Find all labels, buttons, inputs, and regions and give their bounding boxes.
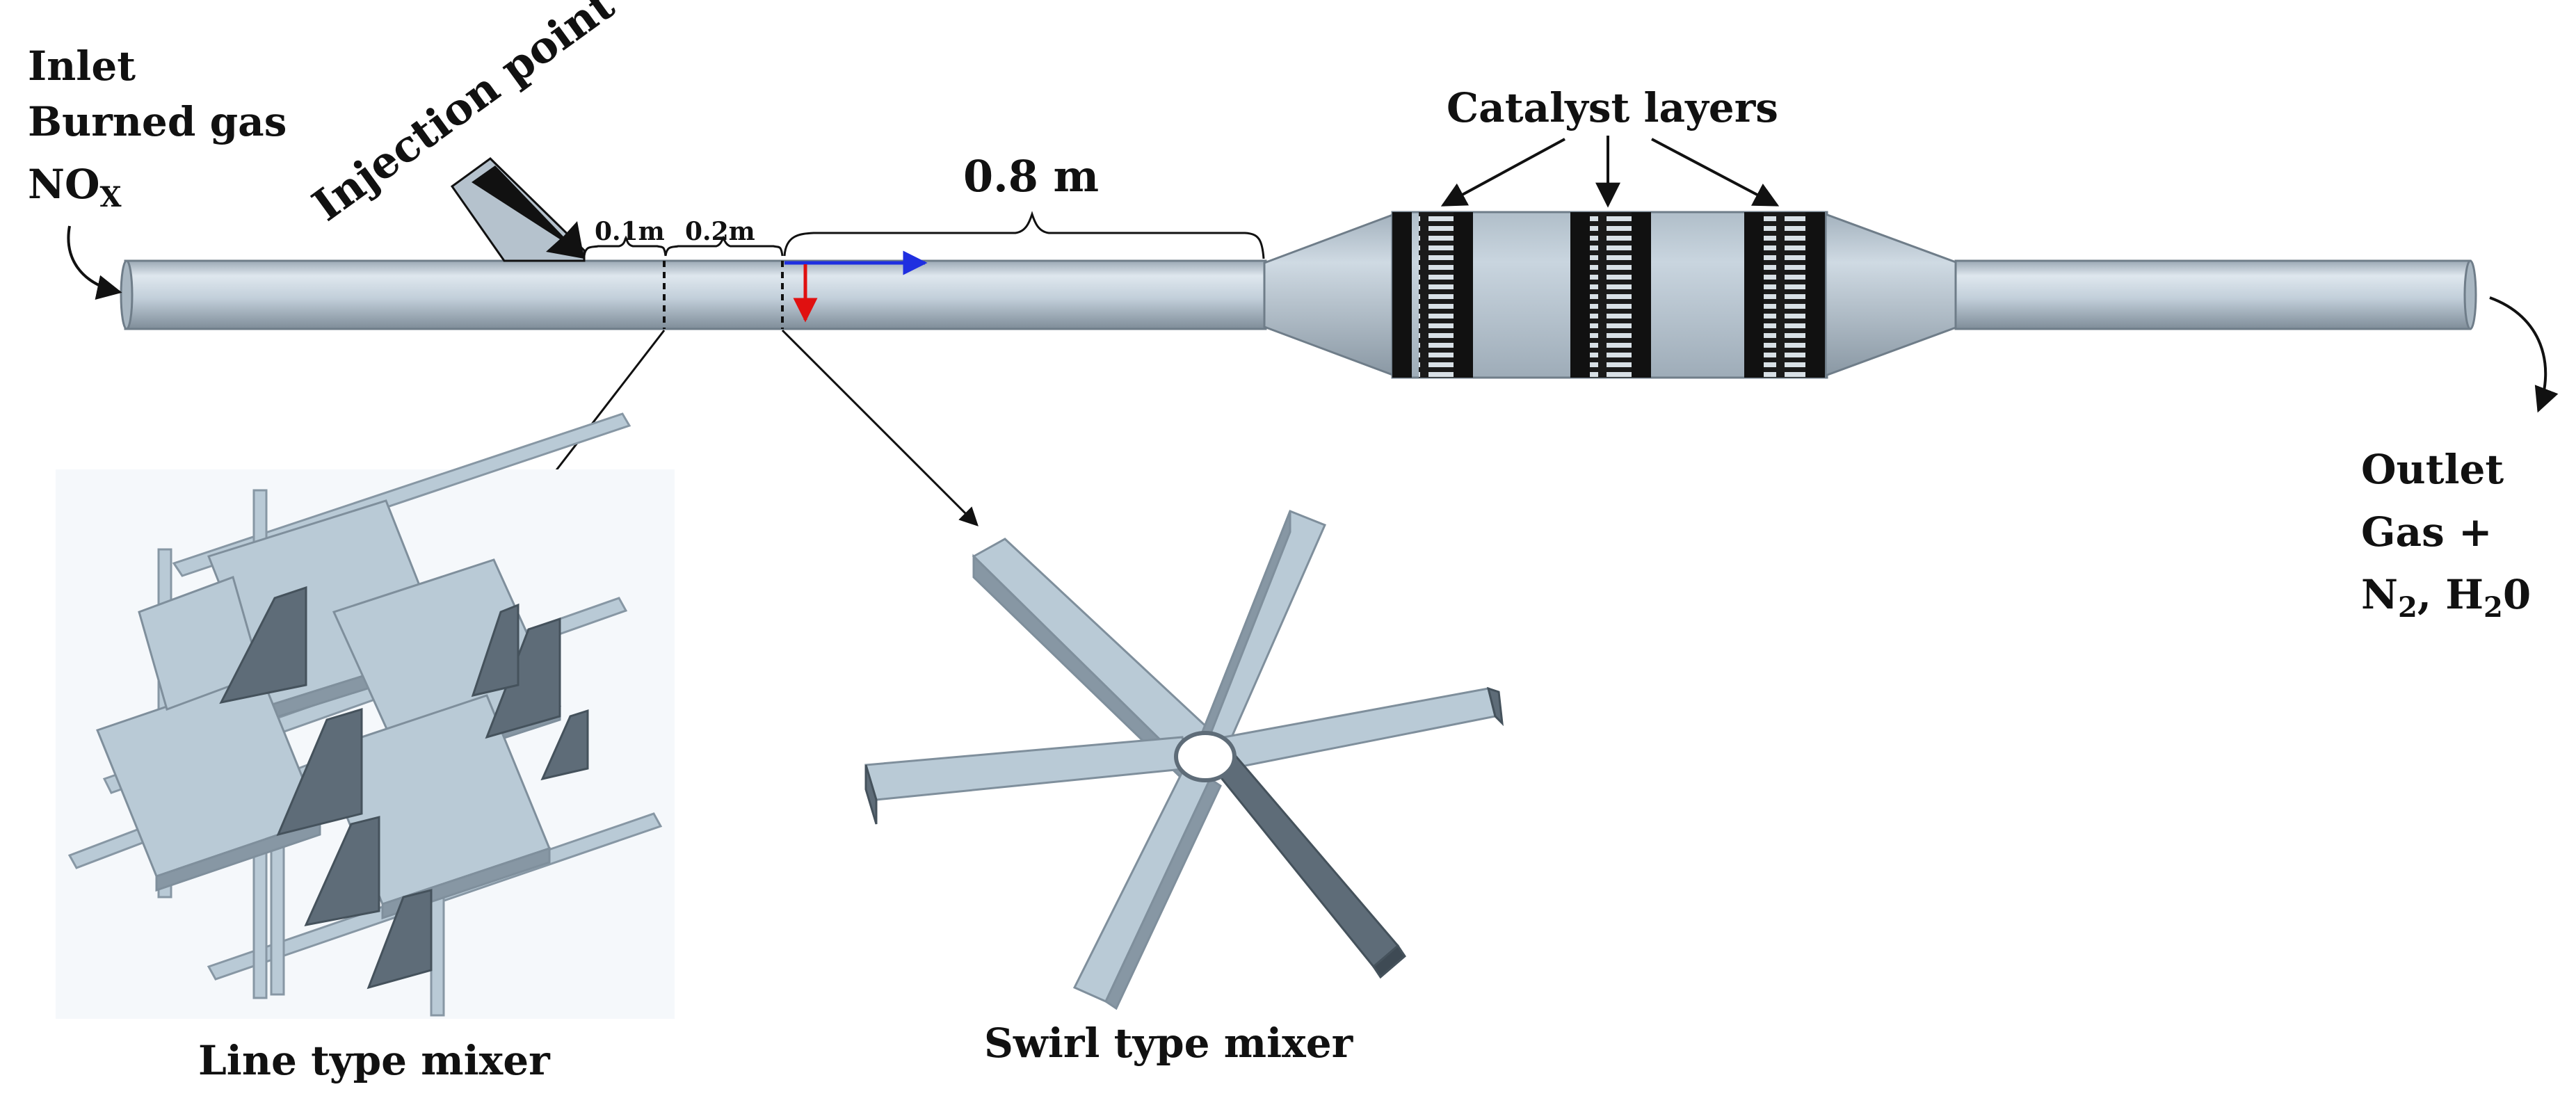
inlet-pipe bbox=[124, 259, 1267, 330]
nox-label: NOX bbox=[28, 161, 122, 213]
pipe-system bbox=[120, 211, 2477, 379]
inlet-cone bbox=[1263, 212, 1396, 378]
outlet-gas-label: Gas + bbox=[2361, 508, 2493, 556]
burned-gas-label: Burned gas bbox=[28, 98, 287, 145]
line-type-mixer-label: Line type mixer bbox=[198, 1037, 551, 1084]
dimension-braces bbox=[583, 211, 1265, 259]
outlet-pipe bbox=[1954, 259, 2472, 330]
outlet-cone bbox=[1824, 212, 1959, 378]
distance-0-1m-label: 0.1m bbox=[595, 217, 665, 246]
swirl-type-mixer-label: Swirl type mixer bbox=[984, 1020, 1354, 1067]
swirl-type-mixer-illustration bbox=[864, 510, 1504, 1010]
catalyst-layer-1 bbox=[1392, 212, 1473, 378]
catalyst-layers-label: Catalyst layers bbox=[1447, 84, 1778, 131]
inlet-pipe-end bbox=[120, 259, 134, 330]
injection-arrow-icon bbox=[450, 157, 586, 262]
outlet-label: Outlet bbox=[2361, 446, 2504, 493]
catalyst-arrows bbox=[1440, 136, 1780, 208]
distance-0-8m-label: 0.8 m bbox=[963, 151, 1099, 202]
catalyst-layer-2 bbox=[1570, 212, 1651, 378]
outlet-pipe-end bbox=[2463, 259, 2477, 330]
inlet-label: Inlet bbox=[28, 42, 136, 90]
line-type-mixer-illustration bbox=[56, 412, 675, 1019]
inlet-flow-arrow-icon bbox=[67, 225, 122, 300]
swirl-mixer-callout bbox=[781, 329, 979, 526]
distance-0-2m-label: 0.2m bbox=[685, 217, 755, 246]
catalyst-layer-3 bbox=[1744, 212, 1825, 378]
outlet-products-label: N2, H20 bbox=[2361, 571, 2531, 624]
outlet-flow-arrow-icon bbox=[2489, 296, 2559, 413]
